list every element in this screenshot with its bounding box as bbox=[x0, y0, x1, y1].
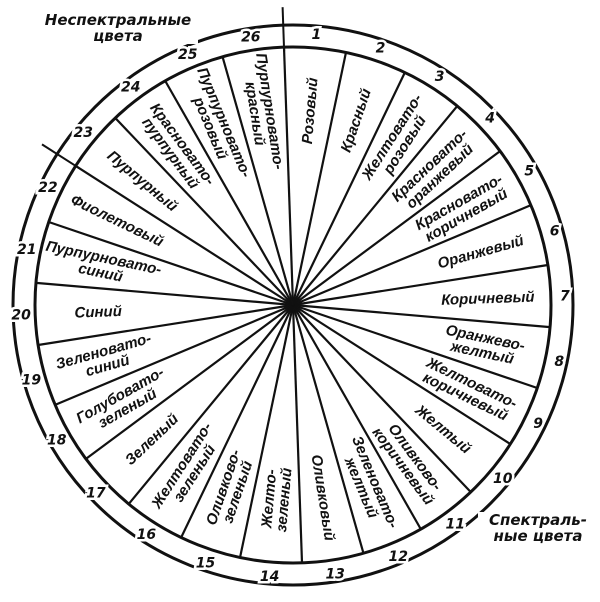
sector-number: 15 bbox=[196, 556, 216, 572]
sector-number: 23 bbox=[73, 125, 92, 141]
sector-divider bbox=[54, 303, 294, 406]
sector-label: Коричневый bbox=[441, 289, 535, 309]
sector-divider bbox=[292, 303, 551, 329]
sector-label-line: Коричневый bbox=[441, 289, 535, 309]
spectral-caption: Спектраль- ные цвета bbox=[478, 512, 598, 544]
sector-divider bbox=[292, 303, 538, 390]
sector-number: 18 bbox=[47, 433, 67, 449]
sector-divider bbox=[75, 165, 294, 306]
sector-number: 11 bbox=[445, 516, 464, 532]
sector-label: Желто-зеленый bbox=[258, 466, 295, 533]
sector-number: 14 bbox=[260, 569, 279, 585]
sector-label-line: Розовый bbox=[299, 77, 322, 145]
sector-divider bbox=[180, 304, 294, 538]
sector-number: 7 bbox=[560, 289, 570, 305]
caption-line: Неспектральные bbox=[44, 11, 192, 29]
caption-line: Спектраль- bbox=[489, 511, 587, 529]
sector-divider bbox=[292, 304, 422, 530]
sector-label-line: Желто- bbox=[258, 469, 280, 530]
sector-divider bbox=[292, 105, 459, 306]
sector-divider bbox=[292, 150, 501, 306]
sector-number: 13 bbox=[325, 567, 344, 583]
sector-number: 26 bbox=[241, 29, 261, 45]
sector-divider bbox=[292, 204, 532, 307]
sector-label: Пурпурновато-красный bbox=[237, 52, 287, 173]
caption-line: цвета bbox=[93, 27, 143, 45]
sector-number: 4 bbox=[484, 111, 495, 127]
sector-divider bbox=[282, 47, 295, 306]
sector-number: 21 bbox=[17, 242, 36, 258]
non-spectral-caption: Неспектральные цвета bbox=[38, 12, 198, 44]
sector-number: 6 bbox=[550, 224, 560, 240]
sector-divider bbox=[292, 72, 406, 306]
sector-number: 2 bbox=[376, 40, 386, 56]
sector-divider bbox=[37, 303, 294, 347]
sector-divider bbox=[238, 304, 295, 558]
sector-number: 24 bbox=[121, 80, 140, 96]
boundary-tick bbox=[281, 7, 286, 52]
sector-divider bbox=[291, 52, 348, 306]
sector-divider bbox=[127, 304, 294, 505]
sector-number: 16 bbox=[137, 527, 157, 543]
sector-divider bbox=[85, 304, 294, 460]
sector-divider bbox=[292, 304, 472, 493]
boundary-tick bbox=[41, 143, 80, 169]
sector-number: 10 bbox=[493, 471, 513, 487]
outer-ring bbox=[11, 23, 575, 587]
sector-number: 3 bbox=[435, 69, 445, 85]
sector-divider bbox=[291, 304, 365, 554]
sector-number: 9 bbox=[533, 416, 543, 432]
sector-divider bbox=[48, 220, 294, 307]
sector-number: 22 bbox=[38, 180, 57, 196]
sector-number: 17 bbox=[86, 485, 106, 501]
sector-divider bbox=[292, 304, 511, 445]
sector-divider bbox=[164, 80, 294, 306]
sector-number: 5 bbox=[524, 163, 534, 179]
sector-number: 8 bbox=[554, 354, 564, 370]
sector-divider bbox=[221, 56, 295, 306]
sector-number: 1 bbox=[311, 27, 321, 43]
sector-label-line: Синий bbox=[74, 303, 122, 322]
sector-divider bbox=[114, 117, 294, 306]
sector-number: 25 bbox=[178, 47, 198, 63]
sector-divider bbox=[35, 281, 294, 307]
sector-label: Синий bbox=[74, 303, 122, 322]
sector-divider bbox=[292, 263, 549, 307]
sector-number: 19 bbox=[22, 372, 42, 388]
caption-line: ные цвета bbox=[493, 527, 583, 545]
sector-number: 12 bbox=[389, 549, 408, 565]
sector-label-line: зеленый bbox=[273, 467, 295, 533]
sector-label: Розовый bbox=[299, 77, 322, 145]
sector-divider bbox=[291, 304, 304, 563]
sector-number: 20 bbox=[11, 307, 31, 323]
